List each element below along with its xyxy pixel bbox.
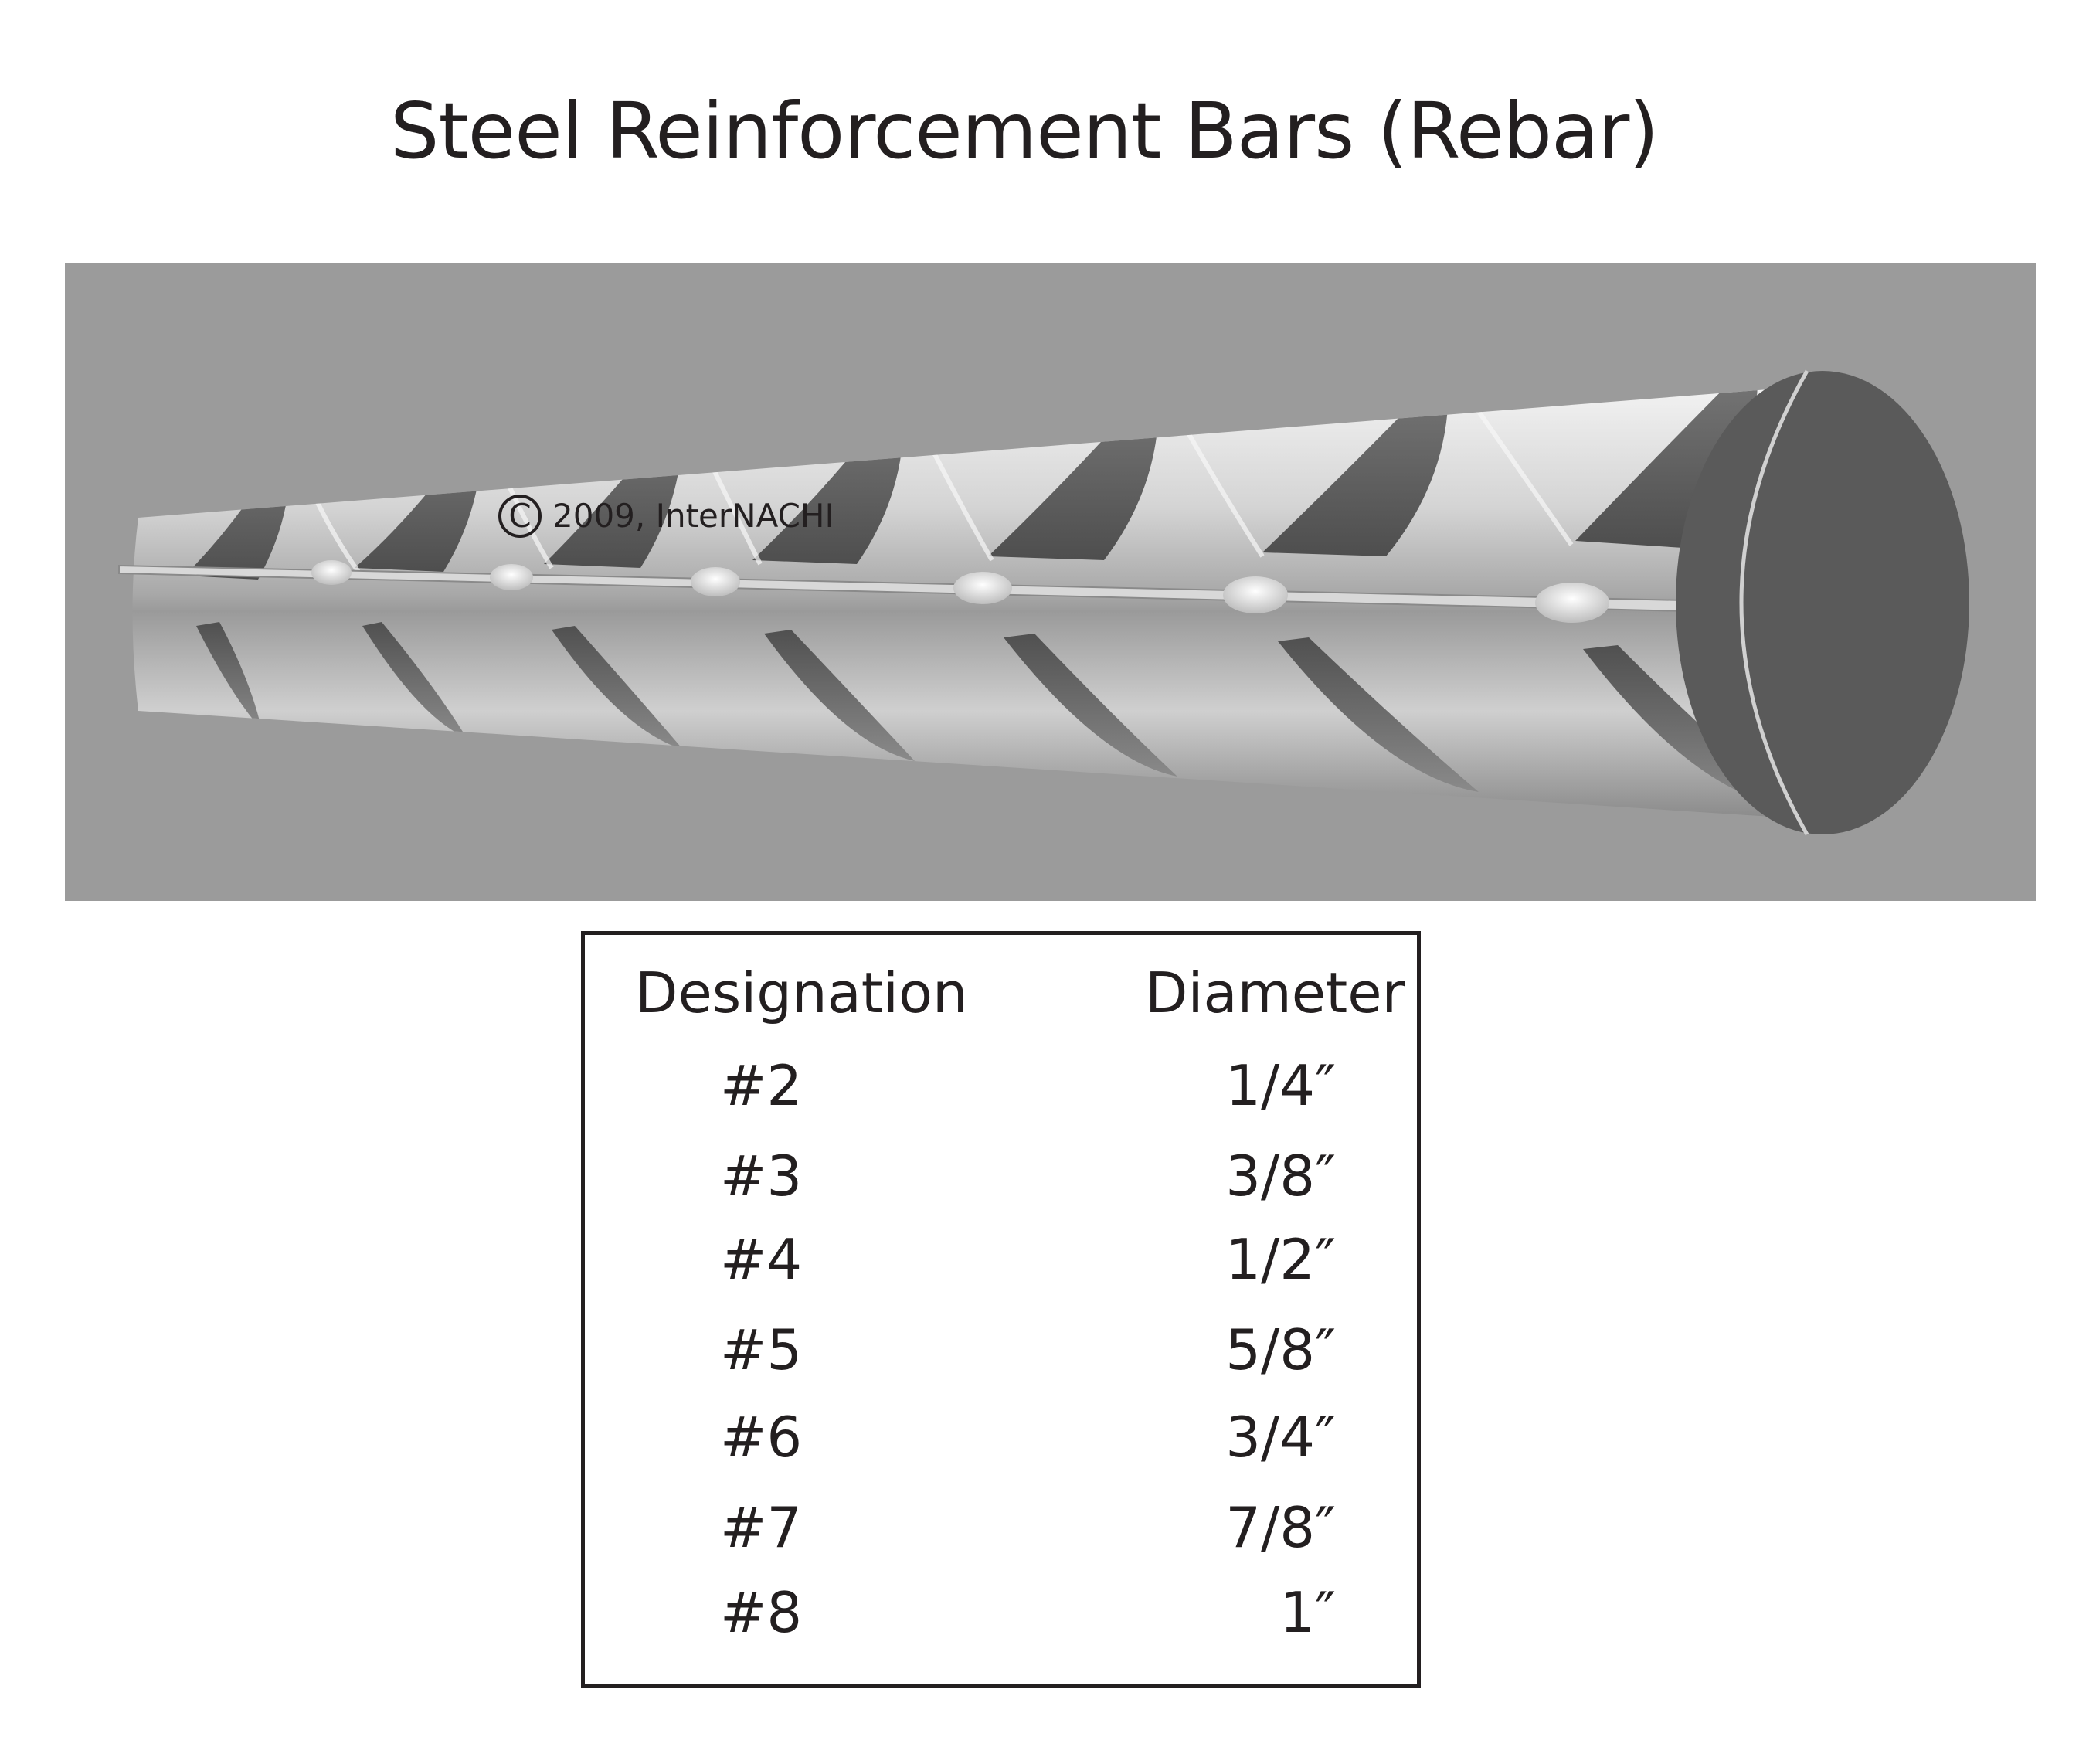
diameter-cell: 5/8″ (1225, 1317, 1336, 1382)
copyright-icon: C (498, 495, 542, 538)
table-row: #8 1″ (585, 1578, 1417, 1647)
table-row: #5 5/8″ (585, 1315, 1417, 1385)
designation-cell: #6 (720, 1405, 803, 1470)
header-designation: Designation (635, 960, 968, 1025)
designation-cell: #4 (720, 1227, 803, 1292)
rebar-illustration (65, 263, 2036, 901)
header-diameter: Diameter (1145, 960, 1405, 1025)
designation-cell: #7 (720, 1495, 803, 1560)
table-row: #7 7/8″ (585, 1493, 1417, 1562)
copyright-notice: C 2009, InterNACHI (498, 493, 834, 539)
diameter-cell: 3/4″ (1225, 1405, 1336, 1470)
diameter-cell: 3/8″ (1225, 1144, 1336, 1208)
designation-cell: #2 (720, 1053, 803, 1118)
diameter-cell: 1/4″ (1225, 1053, 1336, 1118)
table-row: #6 3/4″ (585, 1402, 1417, 1472)
copyright-text: 2009, InterNACHI (552, 497, 834, 535)
diameter-cell: 1″ (1279, 1580, 1336, 1645)
diameter-cell: 1/2″ (1225, 1227, 1336, 1292)
rib-lugs (311, 560, 1609, 623)
table-header-row: Designation Diameter (585, 958, 1417, 1028)
designation-cell: #8 (720, 1580, 803, 1645)
table-row: #4 1/2″ (585, 1225, 1417, 1294)
table-row: #3 3/8″ (585, 1141, 1417, 1211)
diameter-cell: 7/8″ (1225, 1495, 1336, 1560)
designation-cell: #3 (720, 1144, 803, 1208)
rebar-drawing (118, 369, 1969, 836)
page-title: Steel Reinforcement Bars (Rebar) (390, 86, 1659, 176)
designation-cell: #5 (720, 1317, 803, 1382)
bar-end-face (1676, 371, 1969, 834)
table-row: #2 1/4″ (585, 1051, 1417, 1120)
rebar-size-table: Designation Diameter #2 1/4″ #3 3/8″ #4 … (581, 931, 1421, 1688)
